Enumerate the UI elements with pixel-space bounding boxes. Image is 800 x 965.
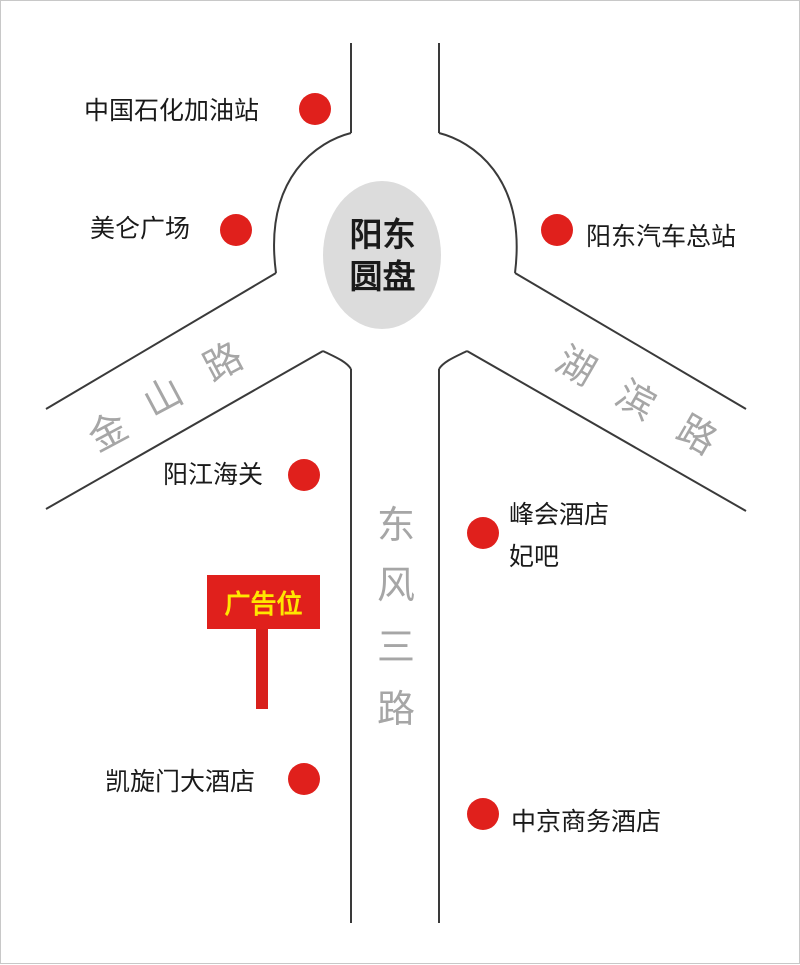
poi-label-zhongjing-hotel: 中京商务酒店 xyxy=(511,807,662,836)
poi-label-yangjiang-customs: 阳江海关 xyxy=(163,460,264,489)
roundabout-circle-icon xyxy=(323,181,441,329)
billboard-pole xyxy=(256,629,268,709)
red-dot-icon xyxy=(467,798,499,830)
roundabout-name-line1: 阳东 xyxy=(349,215,416,255)
red-dot-icon xyxy=(288,459,320,491)
red-dot-icon xyxy=(541,214,573,246)
jinshan-road-lower-edge xyxy=(45,350,324,510)
roundabout-arc-top-left xyxy=(273,132,352,274)
roundabout-arc-bottom-left xyxy=(322,350,352,370)
poi-label-sinopec: 中国石化加油站 xyxy=(84,96,260,125)
poi-label-feiba: 妃吧 xyxy=(509,542,560,571)
poi-label-meilun: 美仑广场 xyxy=(90,214,191,243)
jinshan-road-upper-edge xyxy=(45,272,277,410)
roundabout-name: 阳东 圆盘 xyxy=(324,182,441,329)
road-name-dongfeng-char3: 三 xyxy=(377,625,416,669)
roundabout-arc-bottom-right xyxy=(438,350,468,370)
red-dot-icon xyxy=(467,517,499,549)
billboard-sign-icon: 广告位 xyxy=(207,575,320,629)
red-dot-icon xyxy=(288,763,320,795)
hubin-road-upper-edge xyxy=(514,272,747,410)
red-dot-icon xyxy=(299,93,331,125)
ad-label: 广告位 xyxy=(224,589,303,620)
hubin-road-lower-edge xyxy=(466,350,747,512)
road-name-dongfeng-char1: 东 xyxy=(377,503,416,547)
poi-label-yangdong-bus-station: 阳东汽车总站 xyxy=(586,222,737,251)
roundabout-name-line2: 圆盘 xyxy=(349,256,416,296)
poi-label-kaixuanmen-hotel: 凯旋门大酒店 xyxy=(105,767,256,796)
road-name-dongfeng-char4: 路 xyxy=(377,687,416,731)
road-name-dongfeng-char2: 风 xyxy=(377,563,416,607)
roundabout-arc-top-right xyxy=(438,132,518,274)
red-dot-icon xyxy=(220,214,252,246)
poi-label-fenghui-hotel: 峰会酒店 xyxy=(509,500,610,529)
